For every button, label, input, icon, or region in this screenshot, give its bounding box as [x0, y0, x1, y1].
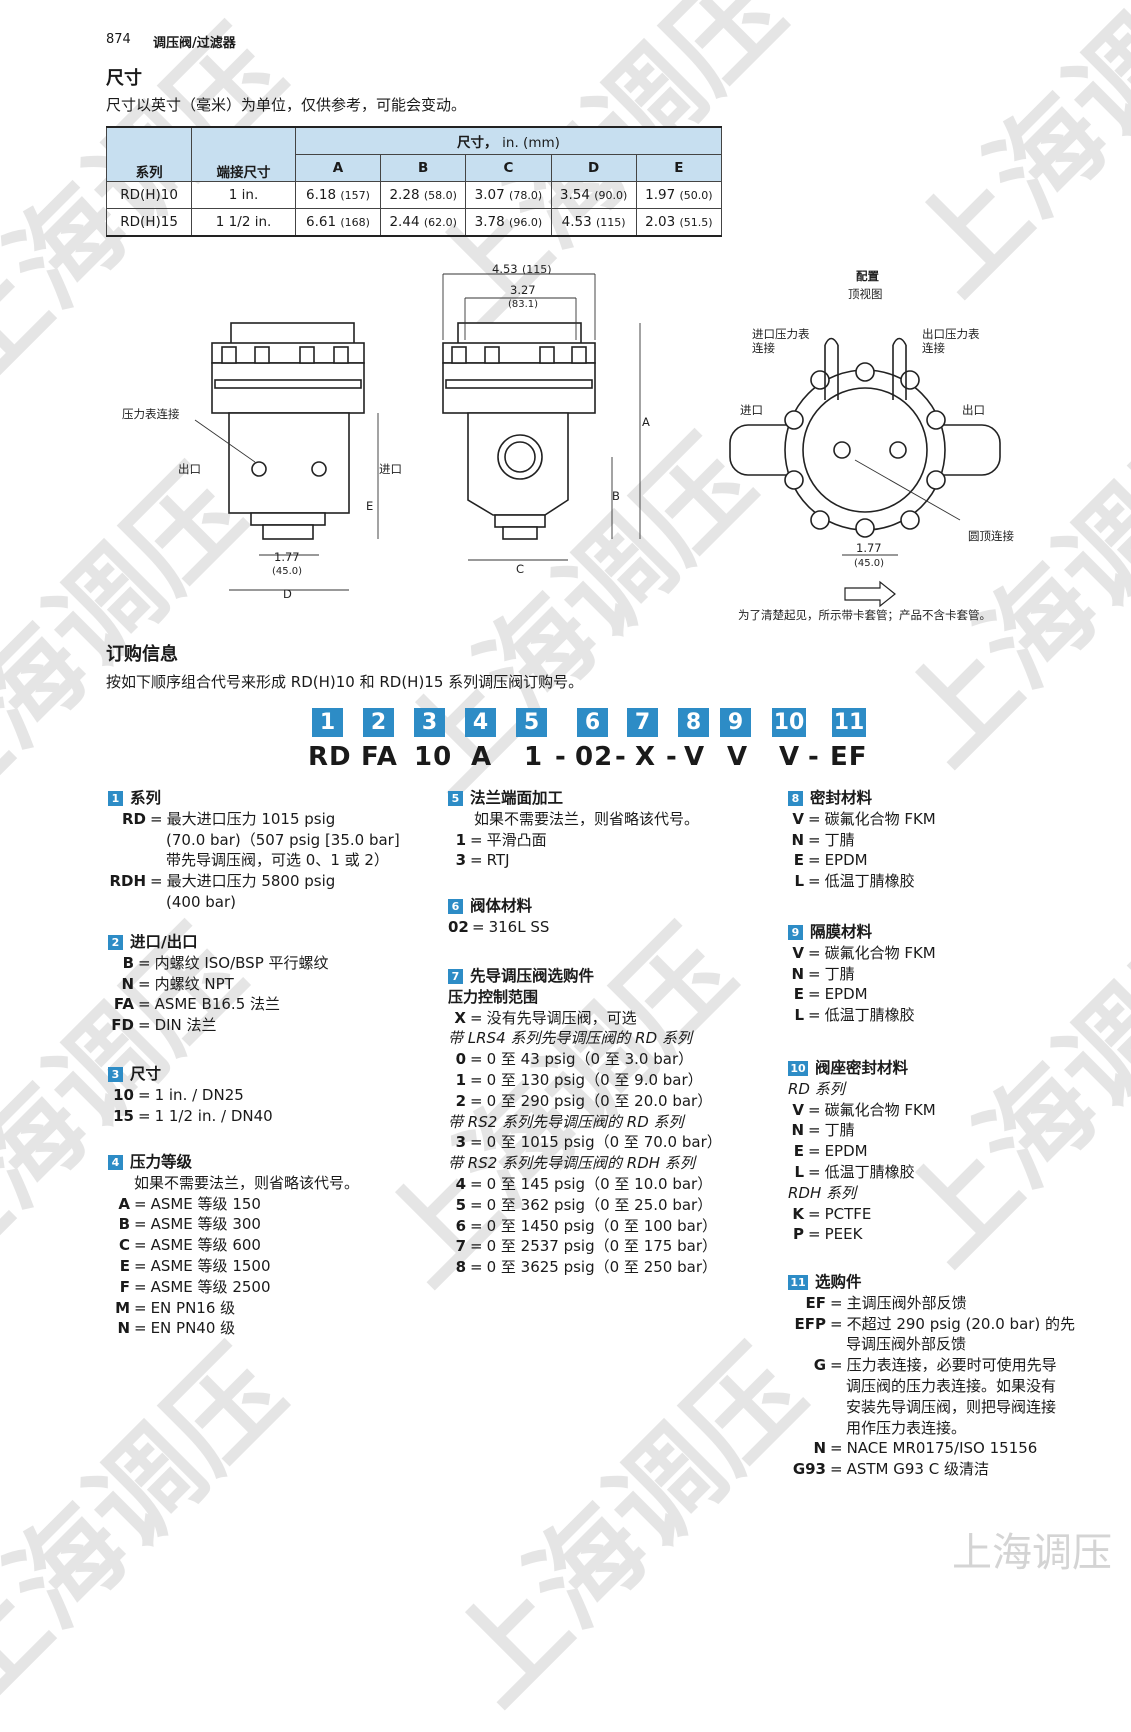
right-dim-177: 1.77	[856, 541, 882, 555]
code-badge: 4	[465, 708, 496, 737]
cell-dimension: 6.61 (168)	[294, 208, 382, 237]
dim-a: A	[642, 415, 650, 429]
dim-453: 4.53	[492, 262, 518, 276]
cell-dimension: 2.44 (62.0)	[380, 208, 467, 237]
code-part: V	[684, 742, 706, 772]
inlet-gauge-label-2: 连接	[752, 341, 775, 355]
col-e: E	[635, 154, 723, 182]
dim-b: B	[612, 489, 620, 503]
page-header-title: 调压阀/过滤器	[153, 36, 236, 51]
code-part: 10	[414, 742, 453, 772]
col-c: C	[465, 154, 552, 182]
outlet-gauge-label-2: 连接	[922, 341, 945, 355]
cell-port: 1 1/2 in.	[191, 208, 296, 237]
dim-e: E	[366, 499, 373, 513]
drawing-note: 为了清楚起见，所示带卡套管；产品不含卡套管。	[738, 608, 991, 622]
code-part: -	[555, 742, 567, 772]
outlet-gauge-label: 出口压力表	[922, 327, 980, 341]
inlet-gauge-label: 进口压力表	[752, 327, 810, 341]
code-badge: 9	[720, 708, 751, 737]
code-badge: 5	[516, 708, 547, 737]
config-subtitle: 顶视图	[848, 287, 883, 301]
watermark: 上海调压	[426, 1326, 828, 1728]
cell-series: RD(H)10	[105, 181, 193, 209]
code-badge: 11	[832, 708, 866, 737]
cell-dimension: 6.18 (157)	[294, 181, 382, 209]
col-series: 系列	[105, 126, 193, 182]
code-badge: 7	[627, 708, 658, 737]
cell-series: RD(H)15	[105, 208, 193, 237]
cell-port: 1 in.	[191, 181, 296, 209]
dimension-group-header: 尺寸， in. (mm)	[294, 126, 723, 155]
corner-watermark: 上海调压	[952, 1530, 1112, 1576]
right-dim-177-mm: (45.0)	[854, 558, 884, 569]
col-b: B	[380, 154, 467, 182]
dimension-drawings: 4.53 (115) 3.27 (83.1) A B C 压力表连接 出口 进口…	[122, 262, 1014, 622]
code-part: A	[471, 742, 493, 772]
code-badge: 8	[678, 708, 709, 737]
right-inlet-label: 进口	[740, 403, 763, 417]
code-badge: 1	[312, 708, 343, 737]
code-part: -	[808, 742, 820, 772]
ordering-note: 按如下顺序组合代号来形成 RD(H)10 和 RD(H)15 系列调压阀订购号。	[106, 673, 584, 691]
col-port: 端接尺寸	[191, 126, 296, 182]
cell-dimension: 3.54 (90.0)	[550, 181, 637, 209]
cell-dimension: 3.07 (78.0)	[465, 181, 552, 209]
code-badge: 2	[363, 708, 394, 737]
code-part: -	[666, 742, 678, 772]
code-badge: 10	[772, 708, 806, 737]
code-part: 02	[575, 742, 614, 772]
watermark: 上海调压	[0, 1326, 308, 1728]
code-part: RD	[308, 742, 352, 772]
cell-dimension: 2.03 (51.5)	[635, 208, 723, 237]
dim-d: D	[283, 587, 292, 601]
dimensions-heading: 尺寸	[106, 68, 142, 89]
dome-connection-label: 圆顶连接	[968, 529, 1014, 543]
code-badge: 3	[414, 708, 445, 737]
page-number: 874	[106, 32, 131, 47]
dim-327: 3.27	[510, 283, 536, 297]
col-a: A	[294, 154, 382, 182]
col-d: D	[550, 154, 637, 182]
code-part: V	[779, 742, 801, 772]
code-part: EF	[830, 742, 868, 772]
ordering-heading: 订购信息	[106, 644, 178, 665]
gauge-connection-label: 压力表连接	[122, 407, 180, 421]
dimensions-note: 尺寸以英寸（毫米）为单位，仅供参考，可能会变动。	[106, 96, 467, 114]
cell-dimension: 3.78 (96.0)	[465, 208, 552, 237]
right-outlet-label: 出口	[962, 403, 985, 417]
outlet-label: 出口	[178, 462, 201, 476]
left-dim-177: 1.77	[274, 550, 300, 564]
code-part: 1	[524, 742, 544, 772]
code-badge: 6	[577, 708, 608, 737]
left-dim-177-mm: (45.0)	[272, 566, 302, 577]
dim-327-mm: (83.1)	[508, 299, 538, 310]
dim-c: C	[516, 562, 524, 576]
cell-dimension: 1.97 (50.0)	[635, 181, 723, 209]
config-title: 配置	[856, 269, 879, 283]
dim-453-mm: (115)	[522, 263, 552, 276]
code-part: X	[635, 742, 657, 772]
code-part: V	[727, 742, 749, 772]
inlet-label: 进口	[379, 462, 402, 476]
code-part: FA	[361, 742, 398, 772]
code-part: -	[615, 742, 627, 772]
cell-dimension: 4.53 (115)	[550, 208, 637, 237]
cell-dimension: 2.28 (58.0)	[380, 181, 467, 209]
